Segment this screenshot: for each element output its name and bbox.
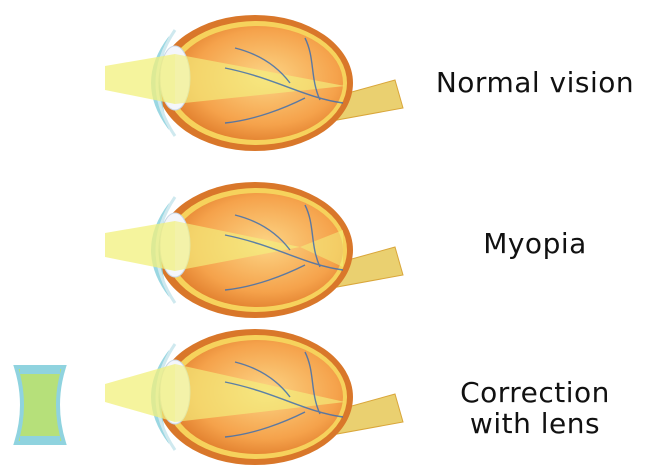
- eye-normal-vision-icon: [105, 8, 405, 158]
- eye-corrected-icon: [105, 322, 405, 472]
- eye-myopia-icon: [105, 175, 405, 325]
- caption-myopia: Myopia: [410, 228, 660, 259]
- caption-correction-line-1: Correction: [420, 377, 650, 408]
- caption-correction-line-2: with lens: [420, 408, 650, 439]
- concave-lens-icon: [12, 365, 70, 445]
- caption-normal-vision: Normal vision: [410, 67, 660, 98]
